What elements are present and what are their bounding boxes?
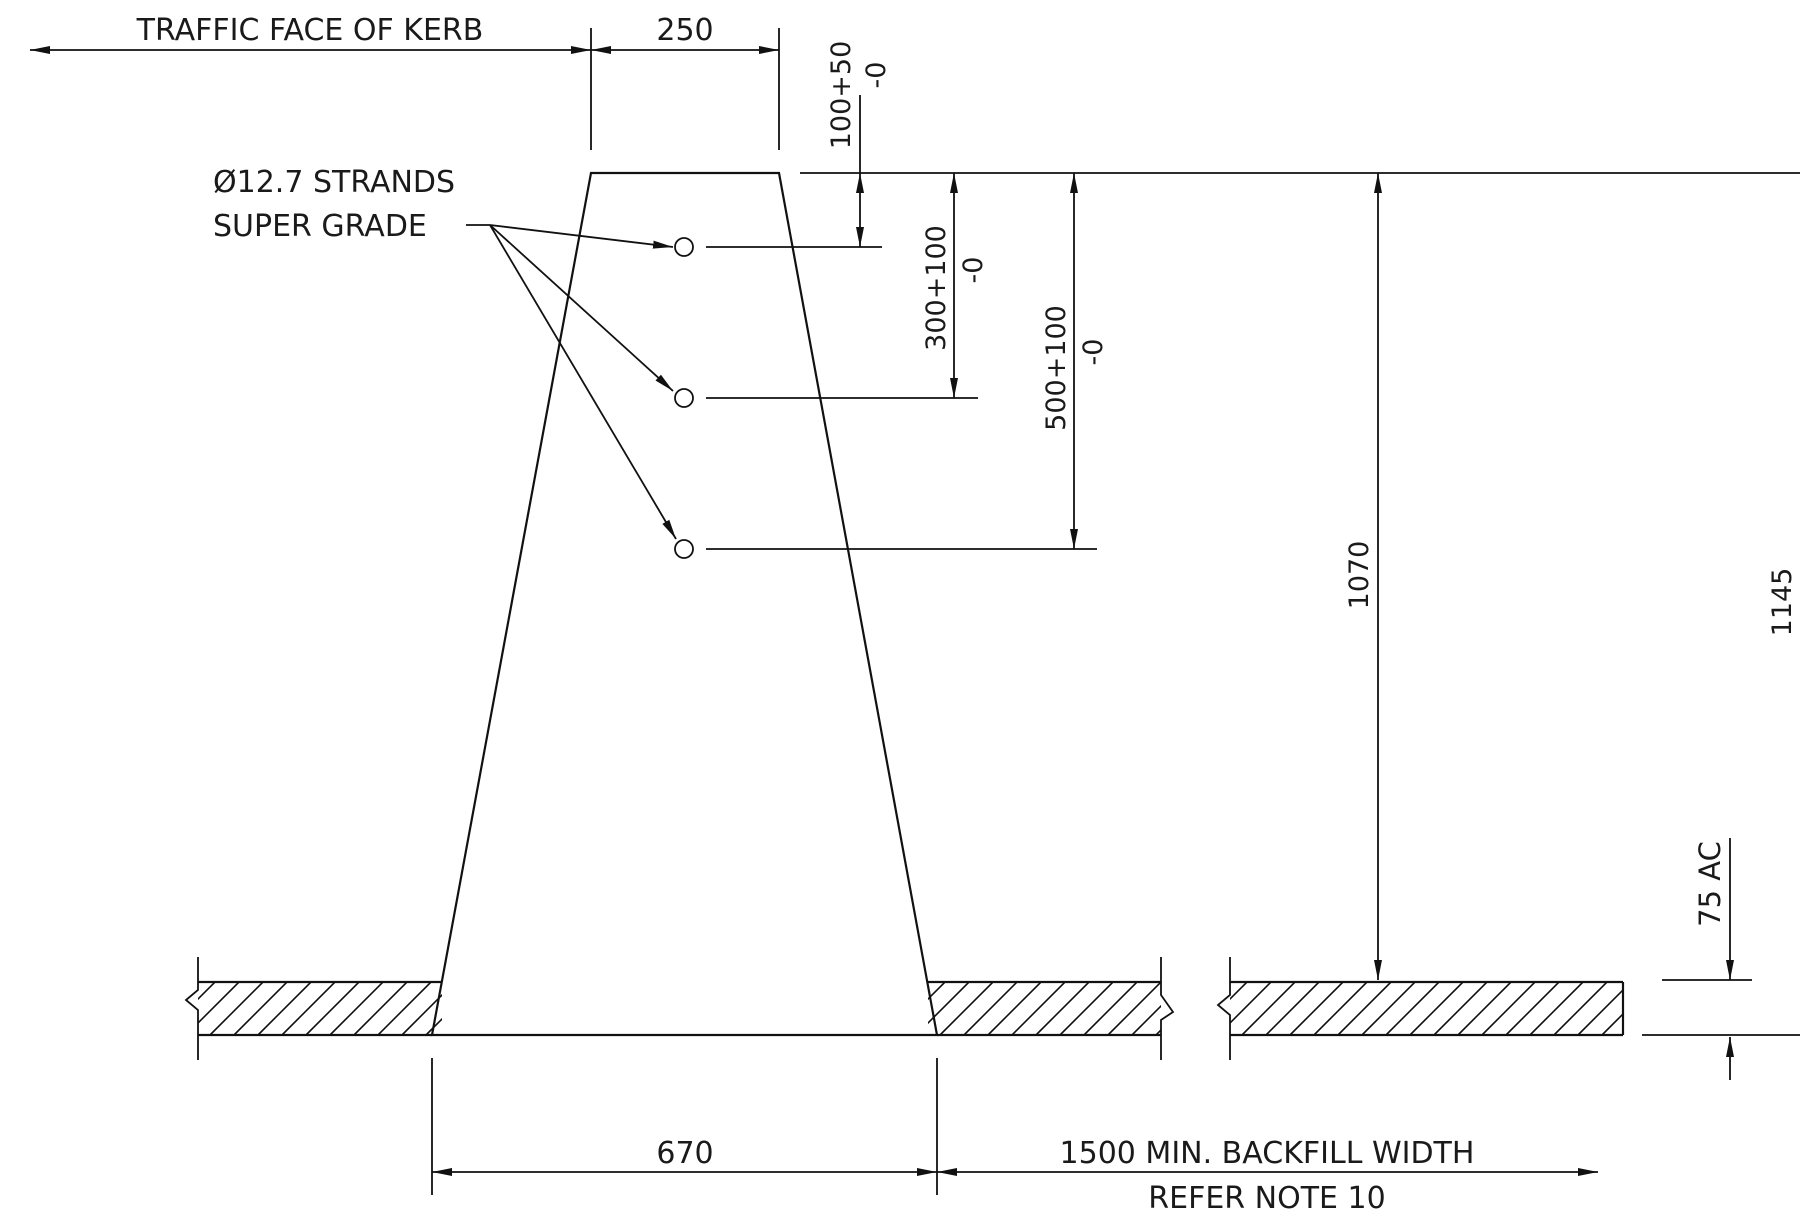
cover-dimension: 100+50 -0	[826, 41, 892, 247]
hatch-line	[1083, 982, 1138, 1036]
hatch-line	[1170, 982, 1223, 1035]
hatch-line	[353, 982, 408, 1036]
strand3-tolerance: -0	[1078, 339, 1109, 366]
cover-tolerance: -0	[861, 62, 892, 89]
strand-1	[674, 237, 694, 257]
hatch-line	[425, 1017, 442, 1036]
cover-value: 100+50	[826, 41, 857, 150]
hatch-line	[138, 982, 191, 1035]
traffic-face-label: TRAFFIC FACE OF KERB	[136, 13, 484, 48]
top-width-label: 250	[656, 13, 713, 48]
strand2-value: 300+100	[921, 225, 952, 351]
strand-3	[674, 539, 694, 559]
hatch-line	[198, 982, 216, 1001]
hatch-line	[1409, 982, 1464, 1036]
backfill-label-line1: 1500 MIN. BACKFILL WIDTH	[1060, 1136, 1475, 1171]
hatch-line	[1433, 982, 1488, 1036]
hatch-line	[401, 993, 442, 1036]
barrier-outline	[430, 171, 939, 1037]
hatch-line	[1457, 982, 1512, 1036]
strand3-dimension: 500+100 -0	[1041, 173, 1109, 549]
barrier-height-value: 1070	[1344, 541, 1375, 610]
total-height-value: 1145	[1767, 568, 1798, 637]
barrier-height-dimension: 1070	[1344, 173, 1382, 980]
hatch-line	[1230, 982, 1248, 1001]
hatch-line	[1529, 982, 1584, 1036]
pavement-middle	[868, 957, 1233, 1060]
hatch-line	[1313, 982, 1368, 1036]
hatch-line	[1155, 1028, 1161, 1036]
hatch-line	[1361, 982, 1416, 1036]
hatch-line	[1289, 982, 1344, 1036]
hatch-line	[1601, 1012, 1623, 1036]
strand2-dimension: 300+100 -0	[921, 173, 989, 398]
hatch-line	[1230, 982, 1272, 1025]
hatch-line	[1385, 982, 1440, 1036]
hatch-line	[1059, 982, 1114, 1036]
hatch-line	[233, 982, 288, 1036]
hatch-line	[1180, 982, 1233, 1035]
hatch-line	[1577, 988, 1623, 1036]
hatch-line	[281, 982, 336, 1036]
hatch-line	[939, 982, 994, 1036]
backfill-label-line2: REFER NOTE 10	[1148, 1181, 1385, 1216]
hatch-line	[1337, 982, 1392, 1036]
hatch-line	[198, 982, 240, 1025]
strand-2	[674, 388, 694, 408]
ac-thickness-dimension: 75 AC	[1642, 838, 1800, 1080]
strand2-tolerance: -0	[958, 257, 989, 284]
hatch-line	[1035, 982, 1090, 1036]
hatch-line	[1107, 982, 1161, 1036]
hatch-line	[498, 982, 551, 1035]
pavement-left	[138, 957, 551, 1060]
hatch-line	[1481, 982, 1536, 1036]
strand-label-line2: SUPER GRADE	[213, 209, 427, 244]
hatch-line	[987, 982, 1042, 1036]
hatch-line	[1553, 982, 1608, 1036]
hatch-line	[474, 982, 527, 1035]
hatch-line	[868, 982, 921, 1035]
hatch-line	[928, 982, 946, 1001]
strand3-value: 500+100	[1041, 305, 1072, 431]
hatch-line	[209, 982, 264, 1036]
hatch-line	[329, 982, 384, 1036]
hatch-line	[450, 982, 503, 1035]
base-width-dimension: 670	[431, 1058, 938, 1195]
hatch-line	[305, 982, 360, 1036]
hatch-line	[377, 982, 432, 1036]
ac-thickness-label: 75 AC	[1693, 841, 1727, 927]
hatch-line	[1650, 982, 1703, 1035]
strand-label-line1: Ø12.7 STRANDS	[213, 165, 455, 200]
hatch-line	[963, 982, 1018, 1036]
hatch-line	[1265, 982, 1320, 1036]
hatch-line	[1011, 982, 1066, 1036]
pavement-right	[1170, 957, 1727, 1060]
hatch-line	[1626, 982, 1679, 1035]
strand-callout: Ø12.7 STRANDS SUPER GRADE	[213, 165, 677, 540]
hatch-line	[1241, 982, 1296, 1036]
top-width-dimension: 250	[591, 13, 779, 54]
hatch-line	[928, 982, 970, 1025]
backfill-dimension: 1500 MIN. BACKFILL WIDTH REFER NOTE 10	[937, 1136, 1598, 1216]
hatch-line	[1505, 982, 1560, 1036]
hatch-line	[257, 982, 312, 1036]
traffic-face-dimension: TRAFFIC FACE OF KERB	[30, 13, 780, 150]
hatch-line	[1674, 982, 1727, 1035]
base-width-label: 670	[656, 1136, 713, 1171]
hatch-line	[1131, 1004, 1161, 1036]
